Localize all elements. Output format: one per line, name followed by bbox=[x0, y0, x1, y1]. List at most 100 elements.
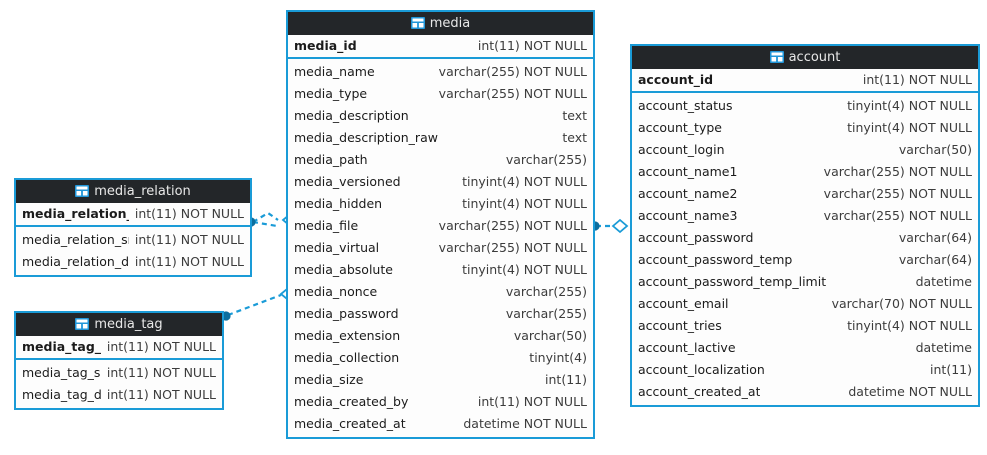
column-row[interactable]: media_virtual varchar(255) NOT NULL bbox=[288, 237, 593, 259]
column-type: datetime NOT NULL bbox=[848, 384, 972, 399]
entity-name: media_relation bbox=[94, 184, 191, 199]
entity-header-account: account bbox=[632, 46, 978, 69]
column-type: text bbox=[562, 130, 587, 145]
column-type: text bbox=[562, 108, 587, 123]
column-row[interactable]: account_created_at datetime NOT NULL bbox=[632, 381, 978, 403]
column-name: media_absolute bbox=[294, 262, 393, 277]
column-name: account_email bbox=[638, 296, 729, 311]
relationship-media-tag-to-media[interactable] bbox=[221, 287, 295, 321]
column-type: datetime NOT NULL bbox=[463, 416, 587, 431]
column-row-pk[interactable]: media_tag_id int(11) NOT NULL bbox=[16, 336, 222, 358]
column-name: media_relation_id bbox=[22, 206, 129, 221]
entity-table-media-tag[interactable]: media_tag media_tag_id int(11) NOT NULL … bbox=[14, 311, 224, 410]
column-type: varchar(255) NOT NULL bbox=[438, 240, 587, 255]
column-name: media_tag_dst bbox=[22, 387, 101, 402]
column-type: int(11) NOT NULL bbox=[134, 254, 244, 269]
column-row[interactable]: media_tag_dst int(11) NOT NULL bbox=[16, 384, 222, 406]
column-name: media_relation_dst bbox=[22, 254, 129, 269]
column-name: media_extension bbox=[294, 328, 401, 343]
column-type: varchar(70) NOT NULL bbox=[831, 296, 972, 311]
column-name: media_description bbox=[294, 108, 409, 123]
column-type: tinyint(4) bbox=[529, 350, 587, 365]
table-icon bbox=[769, 48, 784, 71]
column-name: media_file bbox=[294, 218, 359, 233]
column-name: account_lactive bbox=[638, 340, 736, 355]
table-icon bbox=[75, 182, 90, 205]
column-row[interactable]: media_extension varchar(50) bbox=[288, 325, 593, 347]
relationship-media-to-account[interactable] bbox=[590, 218, 629, 234]
entity-table-account[interactable]: account account_id int(11) NOT NULL acco… bbox=[630, 44, 980, 407]
entity-header-media: media bbox=[288, 12, 593, 35]
column-row[interactable]: media_absolute tinyint(4) NOT NULL bbox=[288, 259, 593, 281]
column-name: media_id bbox=[294, 38, 357, 53]
column-name: media_hidden bbox=[294, 196, 383, 211]
column-type: tinyint(4) NOT NULL bbox=[462, 262, 587, 277]
column-type: tinyint(4) NOT NULL bbox=[847, 120, 972, 135]
column-type: int(11) NOT NULL bbox=[106, 365, 216, 380]
entity-primary-key-section: account_id int(11) NOT NULL bbox=[632, 69, 978, 93]
column-name: account_created_at bbox=[638, 384, 761, 399]
column-type: varchar(50) bbox=[513, 328, 587, 343]
column-row-pk[interactable]: media_relation_id int(11) NOT NULL bbox=[16, 203, 250, 225]
column-row-pk[interactable]: media_id int(11) NOT NULL bbox=[288, 35, 593, 57]
entity-table-media-relation[interactable]: media_relation media_relation_id int(11)… bbox=[14, 178, 252, 277]
entity-primary-key-section: media_relation_id int(11) NOT NULL bbox=[16, 203, 250, 227]
entity-name: media_tag bbox=[94, 317, 163, 332]
column-name: account_id bbox=[638, 72, 714, 87]
column-type: int(11) NOT NULL bbox=[106, 387, 216, 402]
column-type: datetime bbox=[915, 274, 972, 289]
column-name: account_tries bbox=[638, 318, 722, 333]
column-row[interactable]: account_email varchar(70) NOT NULL bbox=[632, 293, 978, 315]
column-name: account_name2 bbox=[638, 186, 738, 201]
relationship-target-marker bbox=[611, 218, 629, 234]
relationship-crowfoot bbox=[252, 211, 279, 223]
column-row[interactable]: media_description text bbox=[288, 105, 593, 127]
column-type: int(11) bbox=[545, 372, 587, 387]
column-row[interactable]: media_relation_dst int(11) NOT NULL bbox=[16, 251, 250, 273]
entity-name: media bbox=[429, 16, 471, 31]
entity-table-media[interactable]: media media_id int(11) NOT NULL media_na… bbox=[286, 10, 595, 439]
column-type: int(11) NOT NULL bbox=[106, 339, 216, 354]
column-type: varchar(255) NOT NULL bbox=[823, 208, 972, 223]
column-name: media_virtual bbox=[294, 240, 380, 255]
column-name: media_size bbox=[294, 372, 364, 387]
column-type: varchar(255) NOT NULL bbox=[823, 164, 972, 179]
column-row-pk[interactable]: account_id int(11) NOT NULL bbox=[632, 69, 978, 91]
entity-header-media-tag: media_tag bbox=[16, 313, 222, 336]
relationship-line bbox=[227, 293, 282, 317]
column-name: media_tag_id bbox=[22, 339, 101, 354]
column-row[interactable]: media_size int(11) bbox=[288, 369, 593, 391]
column-type: varchar(64) bbox=[898, 230, 972, 245]
entity-header-media-relation: media_relation bbox=[16, 180, 250, 203]
